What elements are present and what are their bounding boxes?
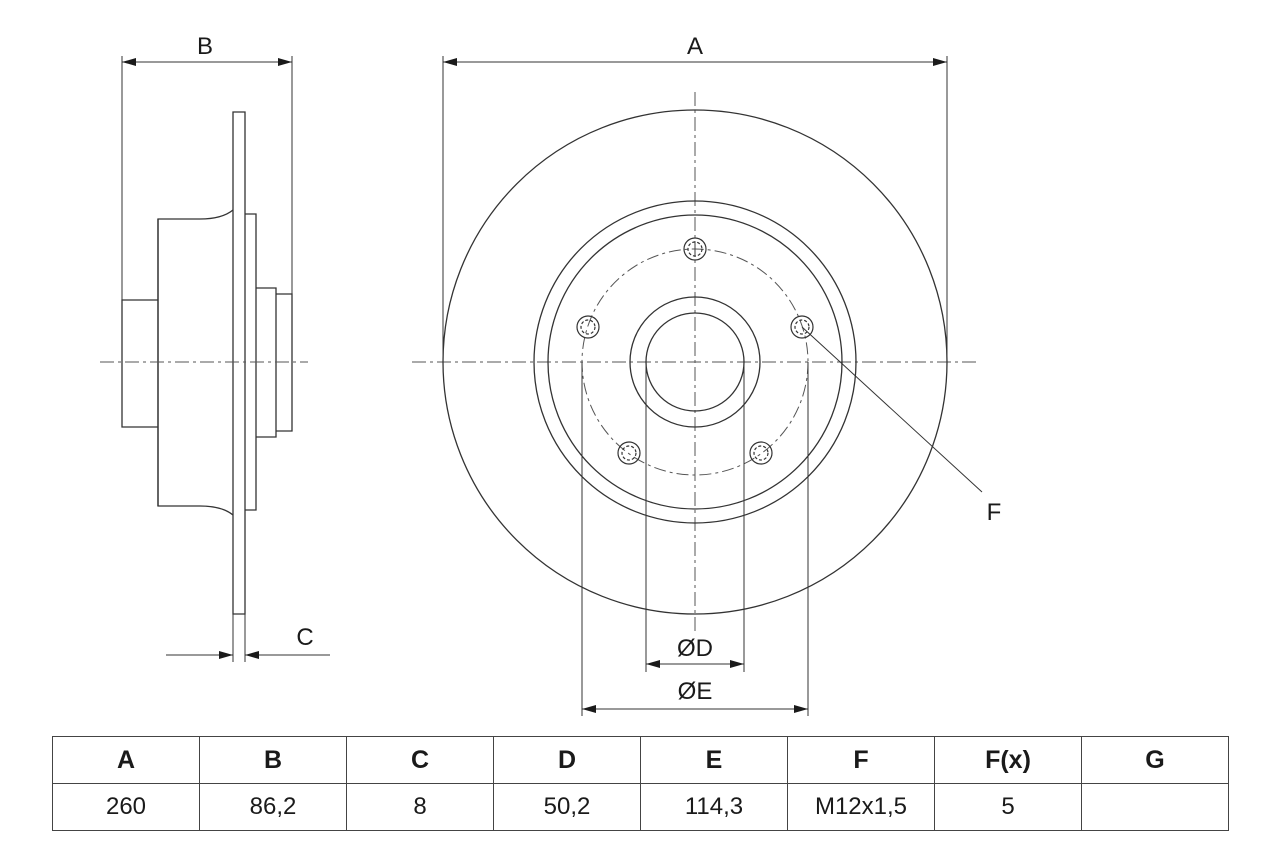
disc-plate: [232, 111, 246, 615]
dimension-c: [166, 614, 330, 662]
value-c: 8: [346, 783, 494, 831]
dimension-d: [645, 362, 745, 672]
brake-disc-technical-drawing: B C: [100, 33, 1002, 716]
bolt-holes: [576, 237, 814, 465]
dimension-b: [121, 56, 293, 300]
bolt-hole-right: [790, 315, 814, 339]
specification-table: A B C D E F F(x) G 260 86,2 8 50,2 114,3…: [52, 736, 1229, 831]
label-d: ØD: [677, 635, 713, 662]
hat-circle: [547, 214, 843, 510]
value-d: 50,2: [493, 783, 641, 831]
label-b: B: [197, 33, 213, 60]
leader-f: [801, 326, 983, 493]
dimension-e: [581, 362, 809, 716]
value-f: M12x1,5: [787, 783, 935, 831]
value-b: 86,2: [199, 783, 347, 831]
header-a: A: [52, 736, 200, 784]
table-header-row: A B C D E F F(x) G: [52, 736, 1229, 784]
value-g: [1081, 783, 1229, 831]
bolt-hole-top: [683, 237, 707, 261]
header-b: B: [199, 736, 347, 784]
header-e: E: [640, 736, 788, 784]
value-e: 114,3: [640, 783, 788, 831]
hub-boss: [629, 296, 761, 428]
bolt-hole-bottom-left: [617, 441, 641, 465]
header-g: G: [1081, 736, 1229, 784]
bolt-hole-left: [576, 315, 600, 339]
header-c: C: [346, 736, 494, 784]
label-f: F: [987, 499, 1002, 526]
table-value-row: 260 86,2 8 50,2 114,3 M12x1,5 5: [52, 783, 1229, 831]
friction-ring-inner: [533, 200, 857, 524]
value-fx: 5: [934, 783, 1082, 831]
side-view: [121, 111, 293, 615]
bolt-hole-bottom-right: [749, 441, 773, 465]
value-a: 260: [52, 783, 200, 831]
dimension-a: [442, 56, 948, 362]
header-f: F: [787, 736, 935, 784]
label-c: C: [296, 624, 313, 651]
header-d: D: [493, 736, 641, 784]
hub-stub: [121, 299, 158, 428]
header-fx: F(x): [934, 736, 1082, 784]
label-e: ØE: [678, 678, 713, 705]
label-a: A: [687, 33, 703, 60]
